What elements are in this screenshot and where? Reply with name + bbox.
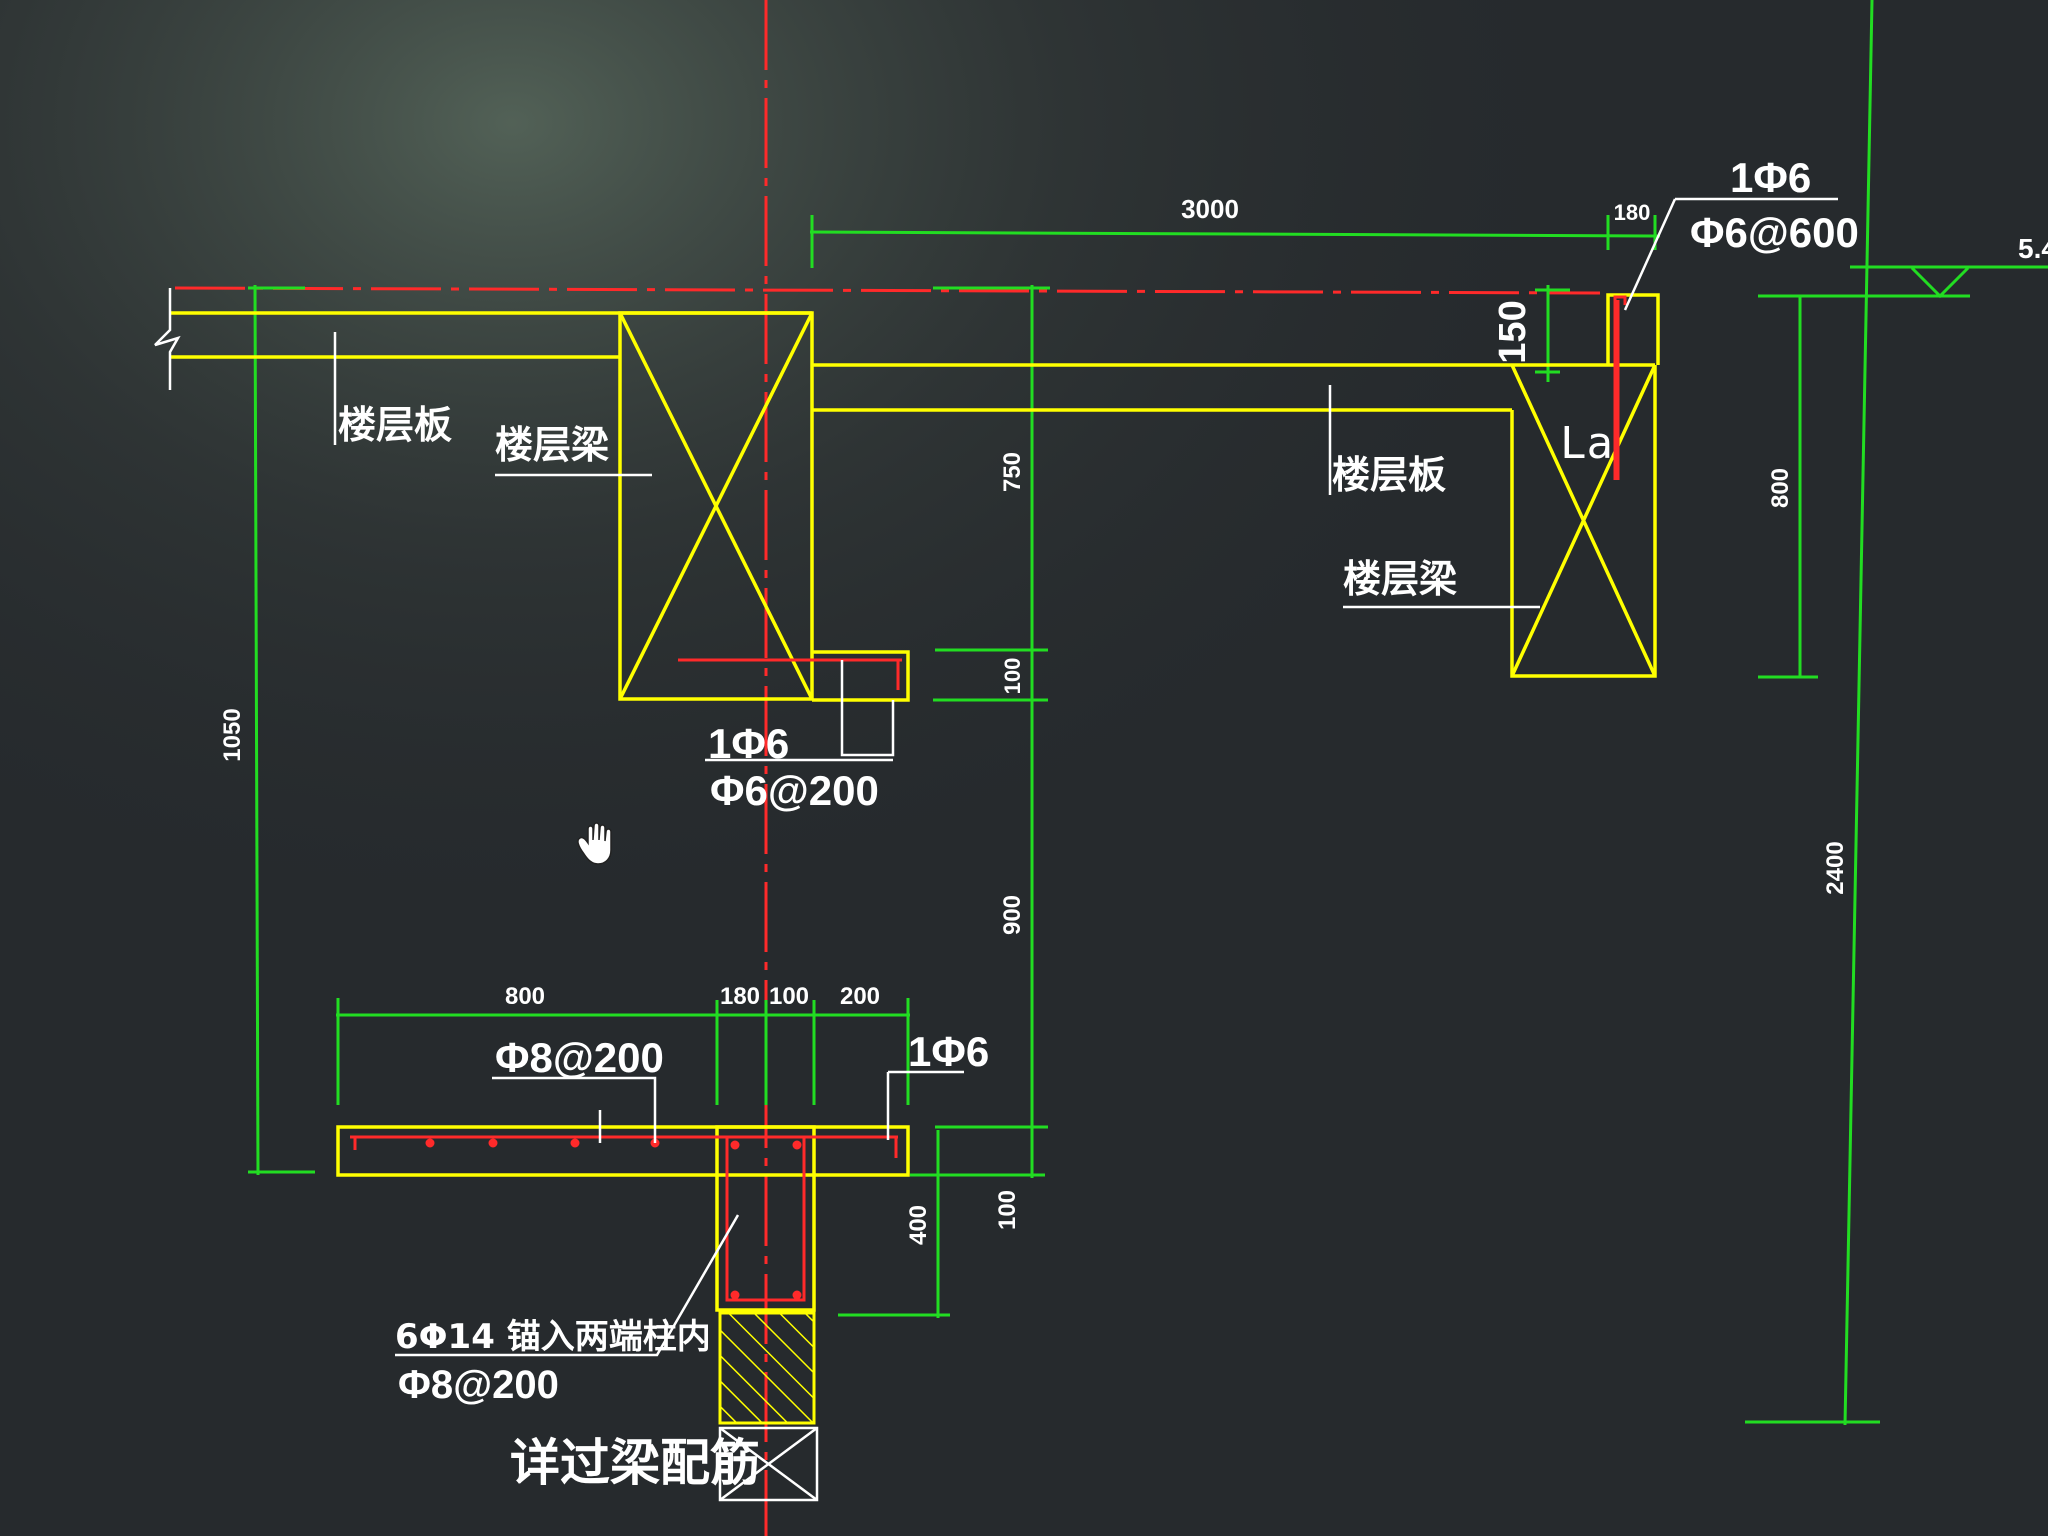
- beam-detail-box: [718, 1426, 819, 1502]
- dim-200-bottom: 200: [840, 983, 880, 1010]
- leader-lines: [154, 197, 1838, 1502]
- anchorage-label: La: [1560, 418, 1613, 469]
- bottom-bar-label: 1Φ6: [908, 1028, 989, 1075]
- hand-cursor-icon: [577, 822, 612, 865]
- main-bars-label: 6Φ14 锚入两端柱内: [395, 1317, 711, 1357]
- left-beam: [618, 311, 814, 701]
- bottom-stirrup-label: Φ8@200: [495, 1034, 664, 1081]
- centerlines: [174, 0, 1601, 1536]
- dim-900: 900: [999, 895, 1026, 935]
- main-stirrup-label: Φ8@200: [398, 1363, 559, 1407]
- floor-beam-label-right: 楼层梁: [1343, 557, 1457, 601]
- dim-750: 750: [999, 452, 1026, 492]
- dim-800-bottom: 800: [505, 983, 545, 1010]
- dimension-lines: [248, 0, 2048, 1426]
- break-line-icon: [154, 288, 181, 390]
- floor-slab-label-right: 楼层板: [1332, 453, 1446, 497]
- floor-slab-label-left: 楼层板: [338, 403, 452, 447]
- top-right-bar-label: 1Φ6: [1730, 154, 1811, 201]
- canopy-slab: [336, 1125, 910, 1177]
- dim-100-mid: 100: [1000, 658, 1025, 695]
- horizontal-centerline: [174, 286, 1601, 295]
- structural-outline: [170, 293, 1660, 1312]
- dim-150: 150: [1492, 300, 1534, 363]
- rebar: [350, 295, 1627, 1302]
- left-beam-ledge: [812, 650, 910, 702]
- dim-180-bottom: 180: [720, 983, 760, 1010]
- hatched-column: [718, 1311, 816, 1425]
- right-beam: [1510, 365, 1657, 678]
- dim-100-bottom: 100: [769, 983, 809, 1010]
- mid-stirrup-label: Φ6@200: [710, 767, 879, 814]
- dim-3000: 3000: [1181, 194, 1239, 224]
- dim-100-bottom-right: 100: [994, 1190, 1021, 1230]
- dim-2400: 2400: [1822, 841, 1849, 894]
- dim-top-180: 180: [1614, 200, 1651, 225]
- mid-bar-label: 1Φ6: [708, 720, 789, 767]
- dim-800-right: 800: [1767, 468, 1794, 508]
- top-right-stirrup-label: Φ6@600: [1690, 209, 1859, 256]
- dim-400: 400: [905, 1205, 932, 1245]
- dim-1050: 1050: [219, 708, 246, 761]
- floor-beam-label-left: 楼层梁: [495, 423, 609, 467]
- elevation-marker-icon: [1910, 266, 1970, 299]
- elevation-cut-label: 5.4: [2018, 233, 2048, 264]
- lintel-beam: [715, 1125, 816, 1312]
- see-beam-label: 详过梁配筋: [510, 1434, 760, 1492]
